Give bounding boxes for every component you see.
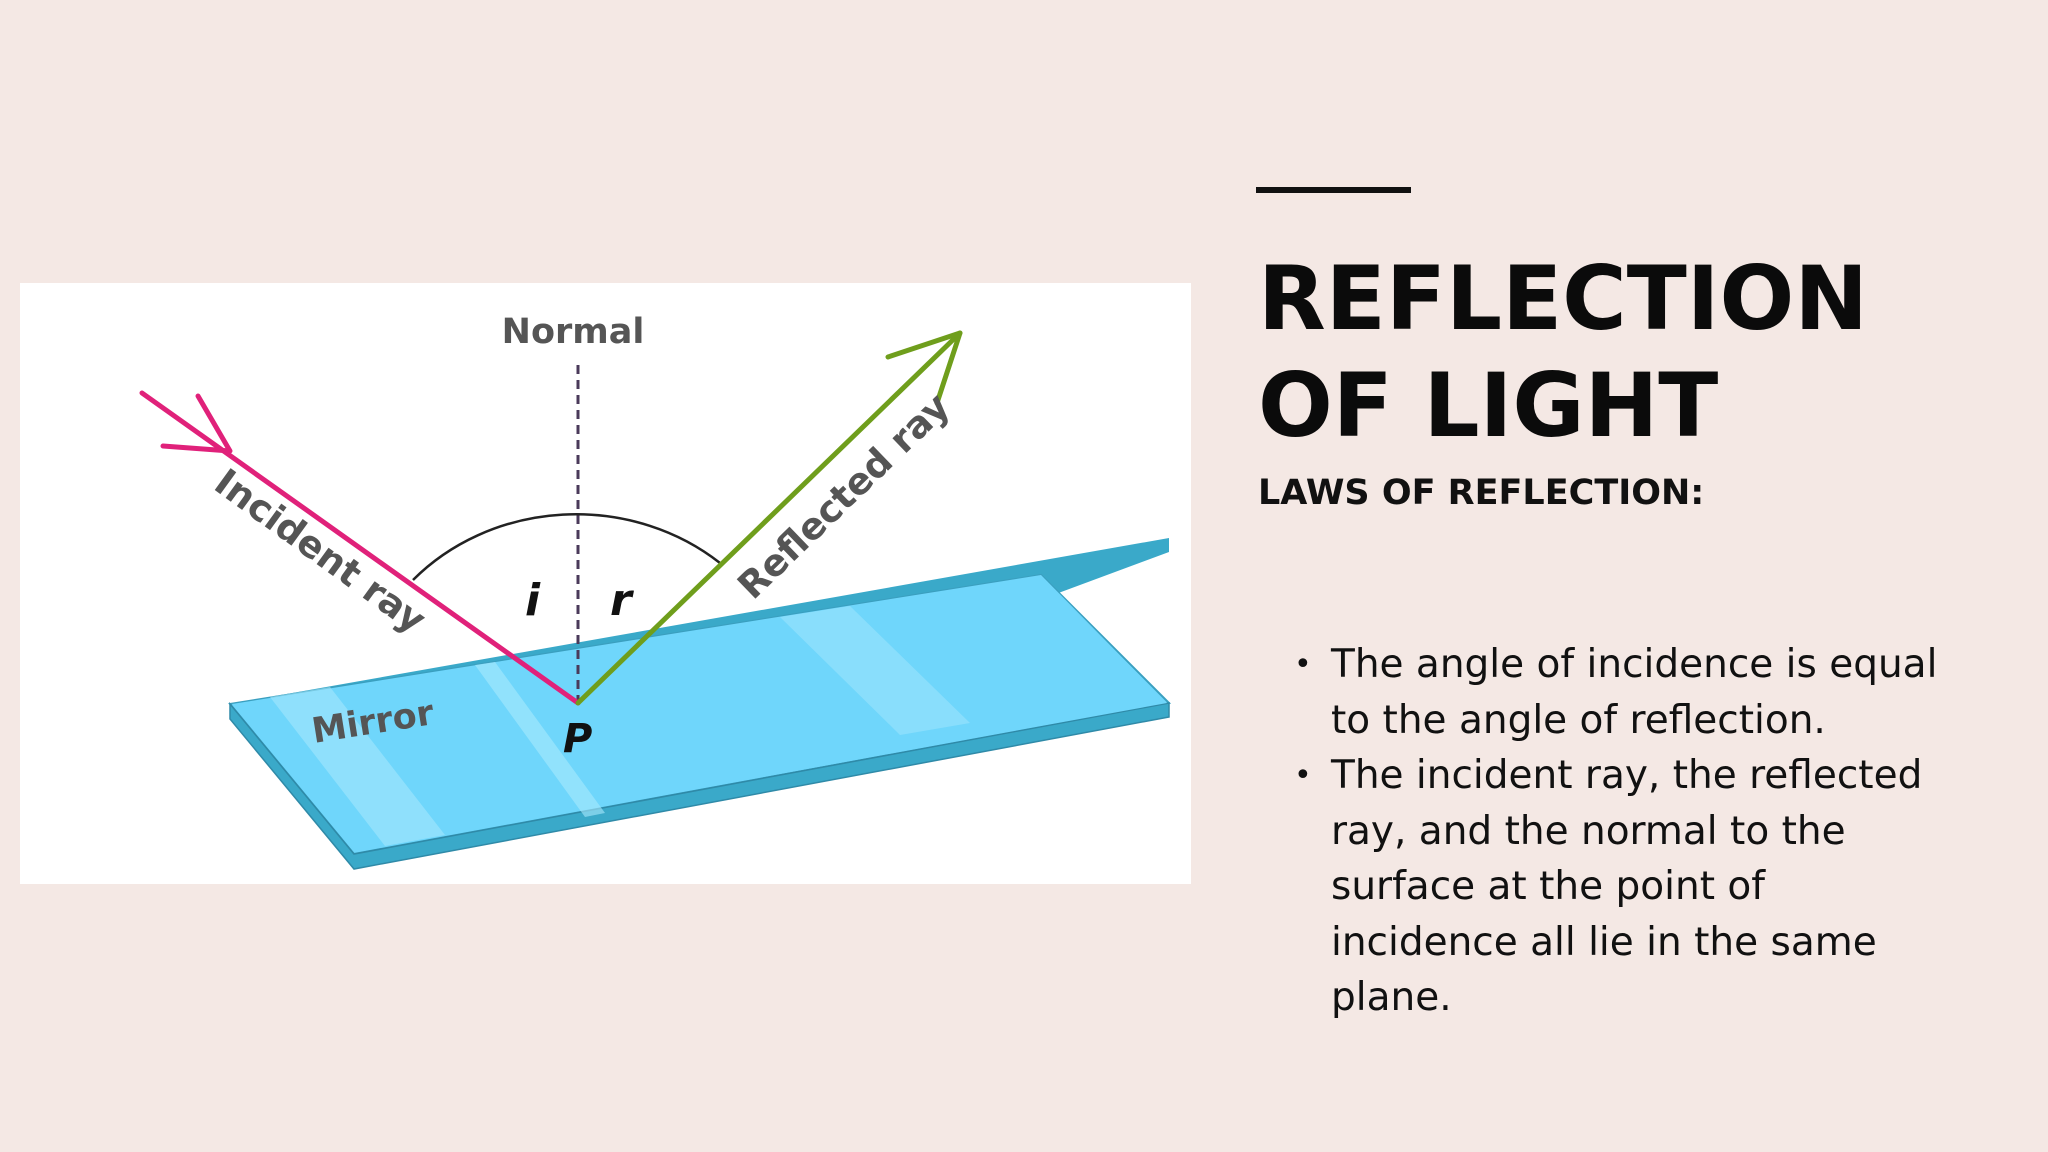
angle-i-label: i (525, 575, 541, 626)
incident-ray-arrowhead (163, 396, 230, 451)
title-accent-line (1256, 187, 1411, 193)
diagram-svg: Normal Incident ray Reflected ray Mirror… (20, 283, 1191, 884)
slide-subtitle: LAWS OF REFLECTION: (1258, 472, 1704, 514)
bullet-item: The incident ray, the reflected ray, and… (1331, 748, 1941, 1026)
angle-r-label: r (610, 575, 634, 626)
slide-title: REFLECTION OF LIGHT (1258, 245, 2018, 459)
angle-arc (413, 514, 720, 580)
incident-ray-label: Incident ray (207, 460, 434, 641)
normal-label: Normal (502, 312, 645, 352)
reflected-ray-label: Reflected ray (729, 385, 958, 608)
incident-ray (142, 393, 578, 703)
reflection-diagram: Normal Incident ray Reflected ray Mirror… (20, 283, 1191, 884)
bullet-item: The angle of incidence is equal to the a… (1331, 637, 1941, 748)
point-p-label: P (563, 716, 592, 762)
bullet-list: The angle of incidence is equal to the a… (1294, 637, 1941, 1026)
